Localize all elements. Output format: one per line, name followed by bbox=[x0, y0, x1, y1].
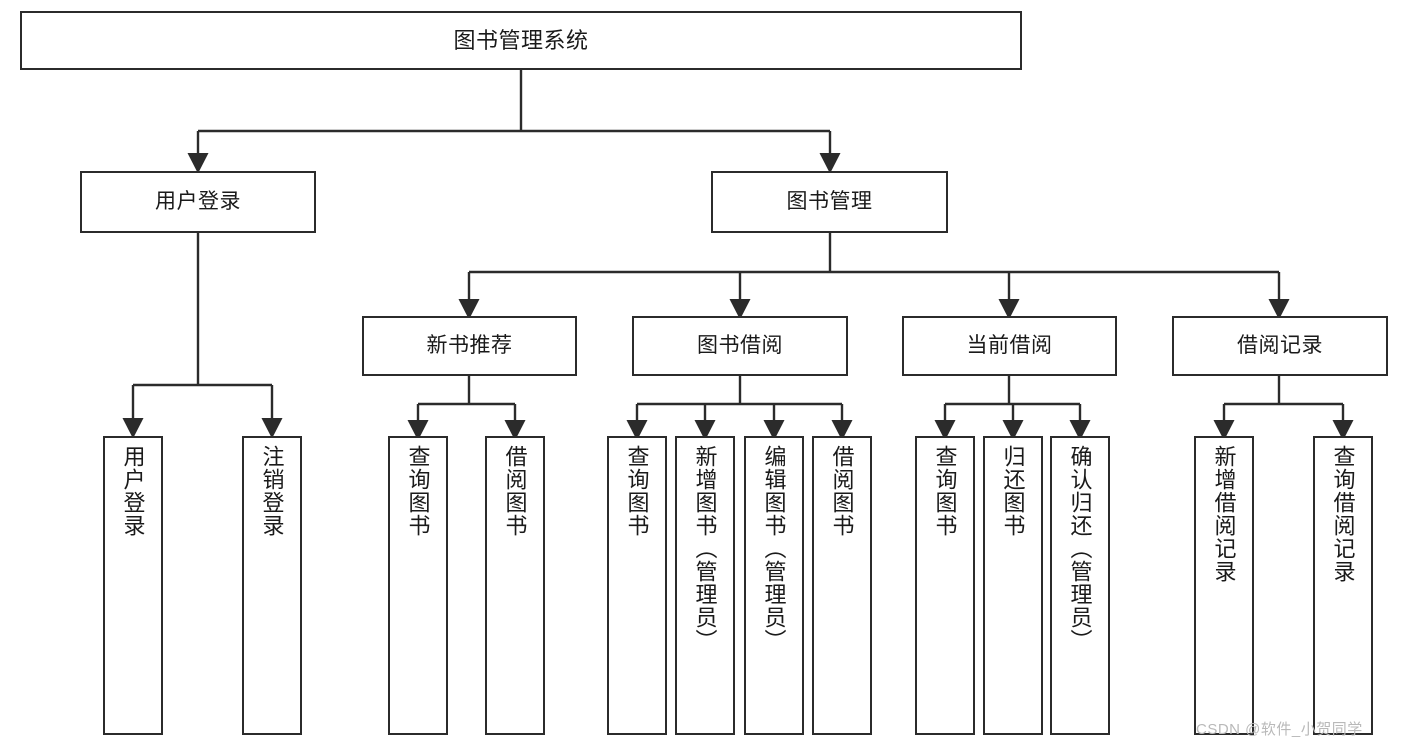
node-leaf-return-book[interactable]: 归还图书 bbox=[983, 436, 1043, 735]
node-new-book-recommend[interactable]: 新书推荐 bbox=[362, 316, 577, 376]
node-user-login[interactable]: 用户登录 bbox=[80, 171, 316, 233]
node-label: 图书管理 bbox=[786, 189, 873, 213]
node-label: 新增借阅记录 bbox=[1211, 445, 1237, 583]
node-leaf-logout-login[interactable]: 注销登录 bbox=[242, 436, 302, 735]
node-label: 用户登录 bbox=[155, 189, 241, 213]
node-label: 编辑图书（管理员） bbox=[761, 445, 787, 652]
node-book-management[interactable]: 图书管理 bbox=[711, 171, 948, 233]
node-label: 借阅图书 bbox=[502, 445, 528, 537]
node-book-management-system[interactable]: 图书管理系统 bbox=[20, 11, 1022, 70]
node-label: 查询图书 bbox=[624, 445, 650, 537]
node-borrow-record[interactable]: 借阅记录 bbox=[1172, 316, 1388, 376]
node-book-borrow[interactable]: 图书借阅 bbox=[632, 316, 848, 376]
node-label: 用户登录 bbox=[120, 445, 146, 537]
node-leaf-borrow-book-2[interactable]: 借阅图书 bbox=[812, 436, 872, 735]
node-leaf-query-book-1[interactable]: 查询图书 bbox=[388, 436, 448, 735]
node-label: 归还图书 bbox=[1000, 445, 1026, 537]
node-leaf-user-login[interactable]: 用户登录 bbox=[103, 436, 163, 735]
node-label: 借阅图书 bbox=[829, 445, 855, 537]
node-label: 查询图书 bbox=[932, 445, 958, 537]
node-label: 图书管理系统 bbox=[453, 27, 589, 53]
node-leaf-add-borrow-record[interactable]: 新增借阅记录 bbox=[1194, 436, 1254, 735]
node-label: 图书借阅 bbox=[697, 333, 783, 357]
node-leaf-query-book-2[interactable]: 查询图书 bbox=[607, 436, 667, 735]
node-leaf-query-book-3[interactable]: 查询图书 bbox=[915, 436, 975, 735]
node-label: 当前借阅 bbox=[966, 333, 1053, 357]
node-label: 新书推荐 bbox=[426, 333, 513, 357]
node-leaf-borrow-book-1[interactable]: 借阅图书 bbox=[485, 436, 545, 735]
node-leaf-add-book-admin[interactable]: 新增图书（管理员） bbox=[675, 436, 735, 735]
node-label: 注销登录 bbox=[259, 445, 285, 537]
node-leaf-query-borrow-record[interactable]: 查询借阅记录 bbox=[1313, 436, 1373, 735]
node-label: 查询借阅记录 bbox=[1330, 445, 1356, 583]
node-label: 确认归还（管理员） bbox=[1067, 445, 1093, 652]
node-label: 借阅记录 bbox=[1237, 333, 1323, 357]
node-label: 查询图书 bbox=[405, 445, 431, 537]
node-label: 新增图书（管理员） bbox=[692, 445, 718, 652]
csdn-watermark: CSDN @软件_小贺同学 bbox=[1196, 721, 1363, 738]
node-leaf-confirm-return-admin[interactable]: 确认归还（管理员） bbox=[1050, 436, 1110, 735]
node-current-borrow[interactable]: 当前借阅 bbox=[902, 316, 1117, 376]
node-leaf-edit-book-admin[interactable]: 编辑图书（管理员） bbox=[744, 436, 804, 735]
